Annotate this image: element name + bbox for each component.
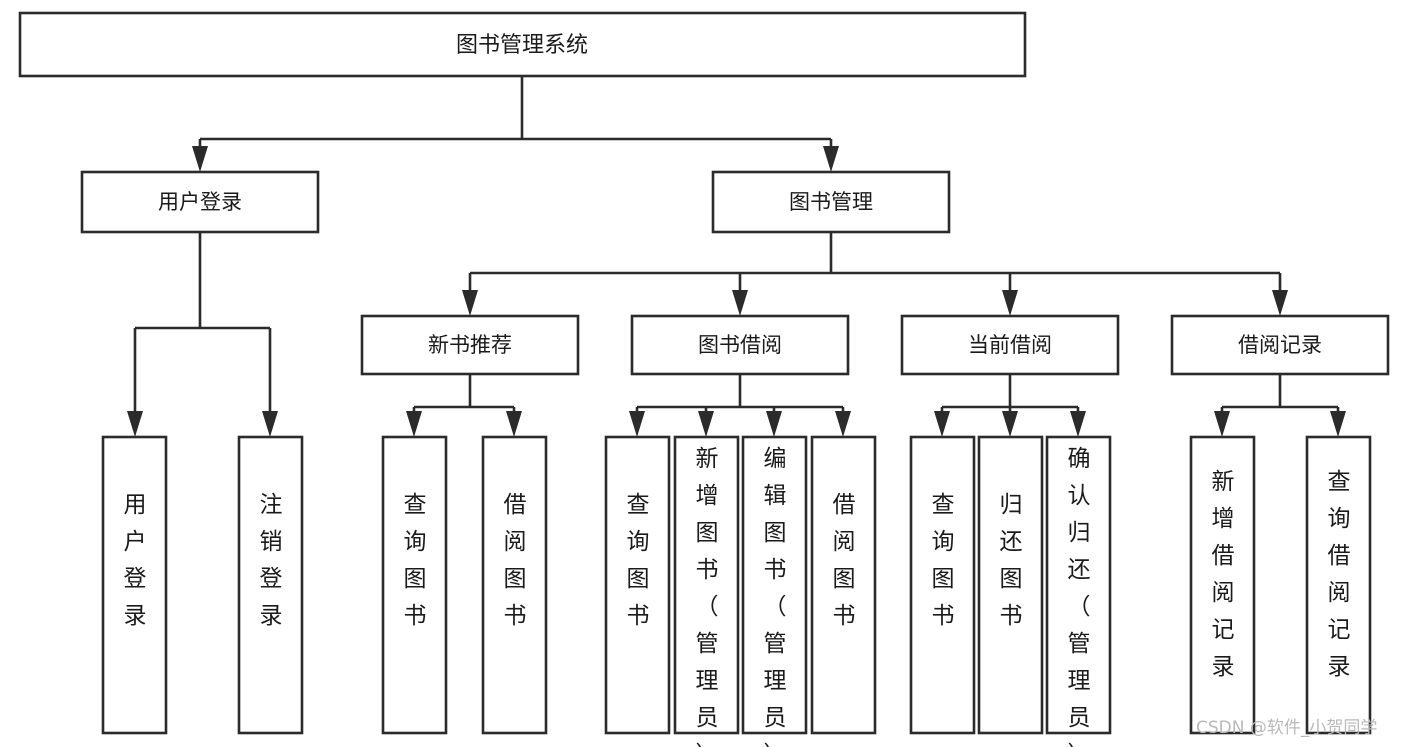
node-borrow-record-label: 借阅记录 [1238,333,1322,357]
node-leaf-borrow-book-1-label: 借阅图书 [504,492,527,629]
node-borrow-record-box[interactable] [1170,314,1390,376]
node-leaf-query-book-2-box[interactable] [604,435,671,735]
arrow-head-leaf-query-book-2 [629,411,645,437]
node-leaf-borrow-book-2-label: 借阅图书 [833,492,856,629]
node-leaf-query-book-3[interactable]: 查询图书 [909,435,976,735]
node-leaf-query-record-box[interactable] [1305,435,1372,735]
arrow-head-book-management [823,146,839,172]
arrow-head-leaf-borrow-book-1 [506,411,522,437]
node-root-box[interactable] [18,11,1027,78]
node-leaf-confirm-return[interactable]: 确认归还（管理员） [1045,435,1112,747]
node-leaf-query-book-1-box[interactable] [381,435,448,735]
node-leaf-confirm-return-box[interactable] [1045,435,1112,735]
node-leaf-add-record[interactable]: 新增借阅记录 [1189,435,1256,735]
node-current-borrow-label: 当前借阅 [968,333,1052,357]
node-root-label: 图书管理系统 [456,33,588,58]
arrow-head-leaf-user-logout [262,411,278,437]
node-new-book-recommend[interactable]: 新书推荐 [360,314,580,376]
arrow-head-leaf-user-login [127,411,143,437]
node-leaf-add-record-box[interactable] [1189,435,1256,735]
node-new-book-recommend-label: 新书推荐 [428,333,512,357]
arrow-head-leaf-add-record [1214,411,1230,437]
node-borrow-record[interactable]: 借阅记录 [1170,314,1390,376]
arrow-head-leaf-confirm-return [1070,411,1086,437]
node-leaf-query-book-2[interactable]: 查询图书 [604,435,671,735]
node-leaf-query-record-label: 查询借阅记录 [1328,469,1351,680]
node-leaf-query-book-1[interactable]: 查询图书 [381,435,448,735]
node-user-login-box[interactable] [80,170,320,234]
node-leaf-borrow-book-1-box[interactable] [481,435,548,735]
arrow-head-leaf-add-book [698,411,714,437]
node-leaf-return-book-box[interactable] [977,435,1044,735]
node-leaf-add-book[interactable]: 新增图书（管理员） [673,435,740,747]
node-leaf-user-logout-box[interactable] [237,435,304,735]
node-leaf-borrow-book-2[interactable]: 借阅图书 [810,435,877,735]
node-leaf-query-book-3-label: 查询图书 [932,492,955,629]
node-book-management-box[interactable] [711,170,951,234]
node-leaf-edit-book[interactable]: 编辑图书（管理员） [741,435,808,747]
arrow-head-leaf-return-book [1002,411,1018,437]
node-user-login[interactable]: 用户登录 [80,170,320,234]
node-leaf-user-login-box[interactable] [101,435,168,735]
node-leaf-query-record[interactable]: 查询借阅记录 [1305,435,1372,735]
arrow-head-leaf-borrow-book-2 [835,411,851,437]
arrow-head-leaf-query-book-1 [406,411,422,437]
node-leaf-query-book-3-box[interactable] [909,435,976,735]
arrow-head-book-borrow [732,290,748,316]
arrow-head-borrow-record [1272,290,1288,316]
node-leaf-edit-book-box[interactable] [741,435,808,735]
node-leaf-add-book-box[interactable] [673,435,740,735]
node-book-borrow[interactable]: 图书借阅 [630,314,850,376]
node-leaf-user-logout-label: 注销登录 [260,492,283,629]
node-current-borrow[interactable]: 当前借阅 [900,314,1120,376]
arrow-head-new-book-recommend [462,290,478,316]
arrow-head-leaf-edit-book [766,411,782,437]
node-leaf-borrow-book-1[interactable]: 借阅图书 [481,435,548,735]
node-leaf-return-book-label: 归还图书 [1000,492,1023,629]
arrow-head-leaf-query-book-3 [934,411,950,437]
node-leaf-edit-book-label: 编辑图书（管理员） [764,446,787,747]
csdn-watermark: CSDN @软件_小贺同学 [1196,718,1377,738]
node-leaf-return-book[interactable]: 归还图书 [977,435,1044,735]
node-book-borrow-label: 图书借阅 [698,333,782,357]
node-book-borrow-box[interactable] [630,314,850,376]
node-leaf-user-login[interactable]: 用户登录 [101,435,168,735]
node-leaf-user-logout[interactable]: 注销登录 [237,435,304,735]
node-leaf-user-login-label: 用户登录 [124,492,147,629]
node-leaf-add-record-label: 新增借阅记录 [1212,469,1235,680]
node-user-login-label: 用户登录 [158,190,242,214]
node-book-management-label: 图书管理 [789,190,873,214]
arrow-head-current-borrow [1002,290,1018,316]
node-leaf-add-book-label: 新增图书（管理员） [696,446,719,747]
connector-layer [127,76,1346,437]
node-current-borrow-box[interactable] [900,314,1120,376]
node-root[interactable]: 图书管理系统 [18,11,1027,78]
node-leaf-query-book-2-label: 查询图书 [627,492,650,629]
node-new-book-recommend-box[interactable] [360,314,580,376]
node-book-management[interactable]: 图书管理 [711,170,951,234]
arrow-head-user-login [192,146,208,172]
node-leaf-query-book-1-label: 查询图书 [404,492,427,629]
node-leaf-borrow-book-2-box[interactable] [810,435,877,735]
arrow-head-leaf-query-record [1330,411,1346,437]
node-leaf-confirm-return-label: 确认归还（管理员） [1068,446,1091,747]
